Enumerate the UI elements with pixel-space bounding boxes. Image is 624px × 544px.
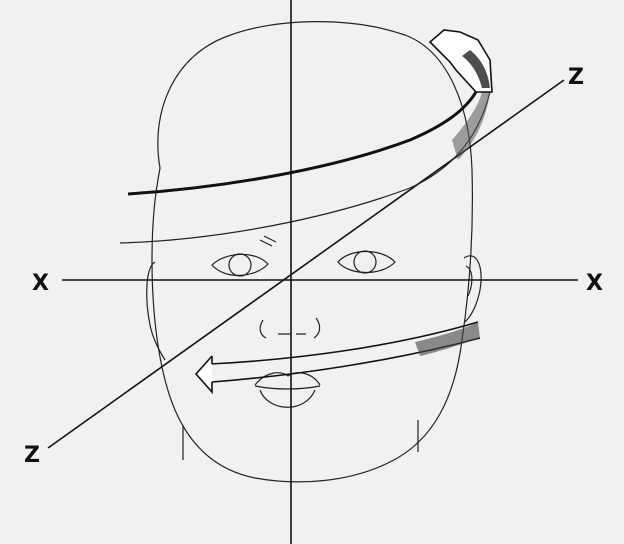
lower-band-shading xyxy=(415,322,480,356)
x-axis-right-label: X xyxy=(586,271,603,296)
right-eye xyxy=(338,252,395,273)
left-ear xyxy=(147,262,165,360)
z-axis xyxy=(48,80,564,448)
mouth-lower-lip xyxy=(260,390,315,407)
z-axis-top-label: Z xyxy=(568,65,584,90)
x-axis-left-label: X xyxy=(32,271,49,296)
left-eye xyxy=(212,254,268,275)
z-axis-bottom-label: Z xyxy=(24,443,40,468)
nose xyxy=(260,318,319,338)
right-pupil xyxy=(354,251,376,273)
upper-rotation-band-thick xyxy=(128,92,476,194)
brow-mark xyxy=(260,236,276,246)
upper-rotation-band-thin xyxy=(120,92,490,243)
left-pupil xyxy=(229,254,251,276)
mouth-line xyxy=(255,386,320,389)
head-outline xyxy=(152,22,472,482)
lower-arrow-head-icon xyxy=(196,356,212,392)
